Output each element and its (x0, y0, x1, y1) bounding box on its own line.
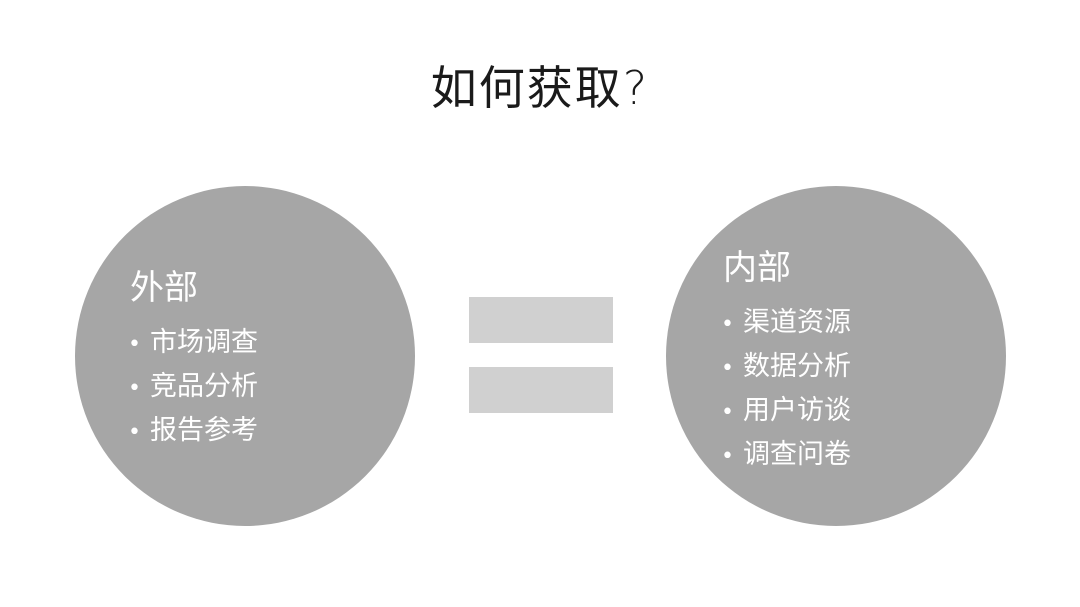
external-circle: 外部 • 市场调查 • 竞品分析 • 报告参考 (75, 186, 415, 526)
bullet-icon: • (721, 400, 734, 425)
bullet-icon: • (128, 332, 141, 357)
bullet-icon: • (128, 420, 141, 445)
bullet-icon: • (721, 444, 734, 469)
equals-bar-bottom (469, 367, 613, 413)
internal-heading: 内部 (723, 248, 791, 288)
external-heading: 外部 (130, 268, 198, 308)
list-item-label: 渠道资源 (743, 307, 851, 338)
equals-bar-top (469, 297, 613, 343)
bullet-icon: • (721, 356, 734, 381)
list-item-label: 报告参考 (150, 415, 258, 446)
list-item-label: 数据分析 (743, 351, 851, 382)
internal-circle: 内部 • 渠道资源 • 数据分析 • 用户访谈 • 调查问卷 (666, 186, 1006, 526)
external-list: • 市场调查 • 竞品分析 • 报告参考 (128, 322, 258, 454)
slide-title: 如何获取? (430, 61, 650, 115)
list-item: • 渠道资源 (721, 302, 851, 346)
list-item: • 竞品分析 (128, 366, 258, 410)
bullet-icon: • (721, 312, 734, 337)
internal-list: • 渠道资源 • 数据分析 • 用户访谈 • 调查问卷 (721, 302, 851, 478)
list-item: • 数据分析 (721, 346, 851, 390)
list-item-label: 用户访谈 (743, 395, 851, 426)
list-item: • 报告参考 (128, 410, 258, 454)
list-item-label: 市场调查 (150, 327, 258, 358)
list-item: • 用户访谈 (721, 390, 851, 434)
list-item-label: 调查问卷 (743, 439, 851, 470)
bullet-icon: • (128, 376, 141, 401)
list-item: • 调查问卷 (721, 434, 851, 478)
list-item-label: 竞品分析 (150, 371, 258, 402)
list-item: • 市场调查 (128, 322, 258, 366)
